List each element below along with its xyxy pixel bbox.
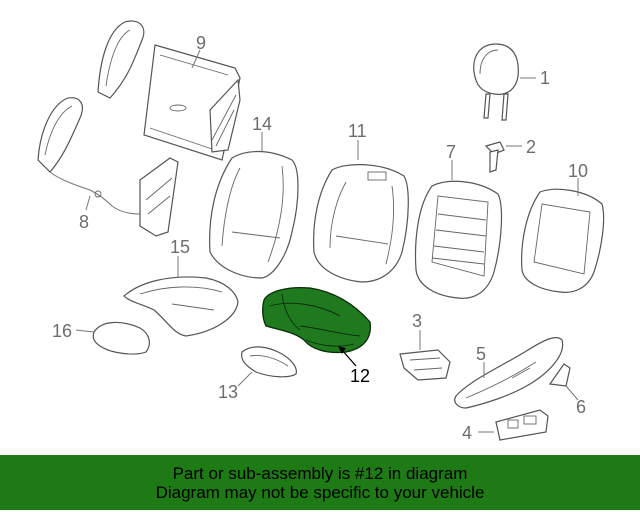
part-13-lower-trim[interactable] bbox=[237, 346, 297, 387]
part-9-backrest-frame[interactable] bbox=[97, 20, 241, 161]
label-10: 10 bbox=[568, 161, 588, 181]
part-8-side-panel[interactable] bbox=[37, 97, 179, 237]
part-14-backrest-cover[interactable] bbox=[209, 132, 299, 279]
label-15: 15 bbox=[170, 237, 190, 257]
label-3: 3 bbox=[412, 311, 422, 331]
part-15-seat-cushion-cover[interactable] bbox=[123, 256, 239, 337]
banner-line-1: Part or sub-assembly is #12 in diagram bbox=[172, 463, 468, 483]
part-7-backrest-frame[interactable] bbox=[414, 160, 503, 299]
part-5-side-trim[interactable] bbox=[454, 337, 564, 409]
label-11: 11 bbox=[348, 121, 367, 141]
part-1-headrest[interactable] bbox=[473, 43, 536, 121]
label-7: 7 bbox=[446, 142, 456, 162]
label-14: 14 bbox=[252, 114, 272, 134]
part-11-backrest-pad[interactable] bbox=[313, 140, 409, 283]
label-6: 6 bbox=[576, 397, 586, 417]
label-1: 1 bbox=[540, 68, 550, 88]
label-12: 12 bbox=[350, 366, 370, 386]
part-10-rear-panel[interactable] bbox=[521, 178, 605, 293]
info-banner: Part or sub-assembly is #12 in diagram D… bbox=[0, 455, 640, 510]
part-3-bracket[interactable] bbox=[399, 330, 451, 381]
parts-diagram: 9 8 14 11 7 1 bbox=[37, 20, 605, 443]
label-9: 9 bbox=[196, 33, 206, 53]
part-6-small-cover[interactable] bbox=[548, 363, 579, 401]
banner-line-2: Diagram may not be specific to your vehi… bbox=[155, 482, 485, 502]
label-8: 8 bbox=[79, 212, 89, 232]
part-12-seat-cushion-pad[interactable] bbox=[262, 286, 372, 367]
label-4: 4 bbox=[462, 423, 472, 443]
label-5: 5 bbox=[476, 344, 486, 364]
label-16: 16 bbox=[52, 321, 72, 341]
label-13: 13 bbox=[218, 382, 238, 402]
part-2-headrest-guide[interactable] bbox=[484, 141, 522, 173]
part-4-switch[interactable] bbox=[478, 409, 549, 441]
label-2: 2 bbox=[526, 137, 536, 157]
part-16-trim-piece[interactable] bbox=[75, 321, 150, 355]
